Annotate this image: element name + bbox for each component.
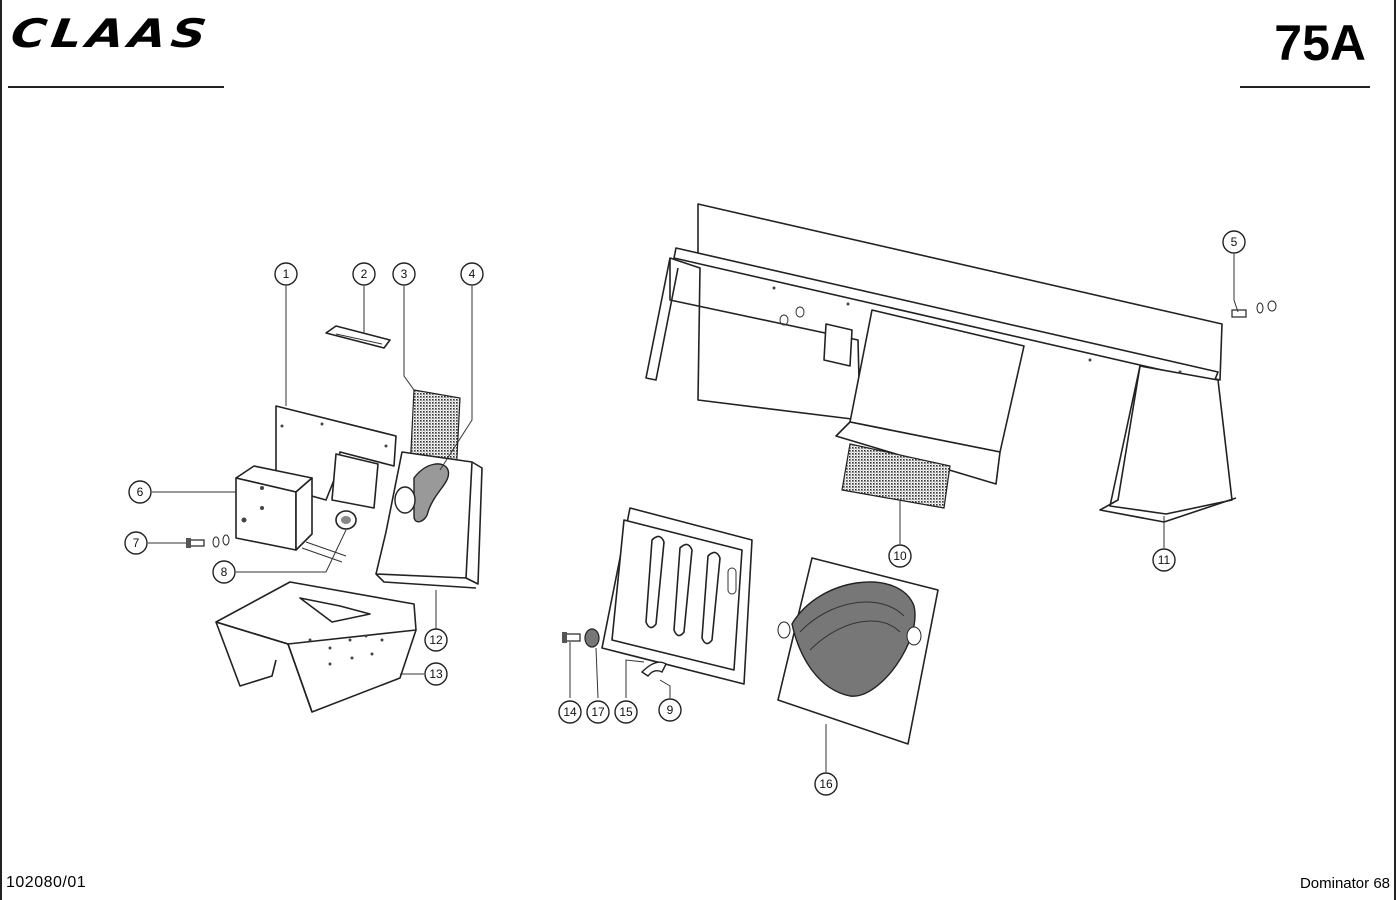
part-9-clip bbox=[640, 661, 667, 677]
leader-lines bbox=[148, 254, 1239, 772]
part-5-bolt bbox=[1231, 300, 1277, 318]
svg-text:12: 12 bbox=[429, 633, 443, 647]
left-assembly bbox=[186, 325, 483, 713]
callout-6: 6 bbox=[128, 480, 152, 504]
callout-17: 17 bbox=[586, 700, 610, 724]
part-15-slotted-cover bbox=[601, 507, 753, 685]
callout-10: 10 bbox=[888, 544, 912, 568]
svg-text:13: 13 bbox=[429, 667, 443, 681]
logo-underline bbox=[8, 86, 224, 88]
svg-text:11: 11 bbox=[1158, 553, 1171, 567]
callout-1: 1 bbox=[274, 262, 298, 286]
svg-text:6: 6 bbox=[137, 485, 144, 499]
part-14-bolt bbox=[562, 632, 581, 643]
part-7-bolt bbox=[186, 534, 230, 548]
svg-text:17: 17 bbox=[591, 705, 605, 719]
callout-3: 3 bbox=[392, 262, 416, 286]
svg-text:10: 10 bbox=[893, 549, 907, 563]
callout-13: 13 bbox=[424, 662, 448, 686]
part-seal-plate bbox=[331, 453, 379, 509]
part-2-strip bbox=[325, 325, 391, 349]
callout-11: 11 bbox=[1152, 548, 1176, 572]
svg-text:4: 4 bbox=[469, 267, 476, 281]
page-border-right bbox=[1394, 0, 1396, 900]
part-4-hose-connector bbox=[413, 463, 450, 523]
callout-16: 16 bbox=[814, 772, 838, 796]
callout-7: 7 bbox=[124, 531, 148, 555]
part-16-seal-plate bbox=[777, 557, 939, 745]
callout-14: 14 bbox=[558, 700, 582, 724]
svg-text:2: 2 bbox=[361, 267, 368, 281]
part-13-base-housing bbox=[215, 581, 417, 713]
svg-text:7: 7 bbox=[133, 536, 140, 550]
callout-12: 12 bbox=[424, 628, 448, 652]
svg-text:3: 3 bbox=[401, 267, 408, 281]
page-number-underline bbox=[1240, 86, 1370, 88]
callout-2: 2 bbox=[352, 262, 376, 286]
callout-8: 8 bbox=[212, 560, 236, 584]
page-number: 75A bbox=[1274, 15, 1366, 71]
svg-text:8: 8 bbox=[221, 565, 228, 579]
part-10-filter-mesh bbox=[841, 443, 951, 509]
svg-text:16: 16 bbox=[819, 777, 833, 791]
part-17-washer bbox=[584, 628, 600, 648]
machine-model: Dominator 68 bbox=[1299, 875, 1390, 892]
right-assembly bbox=[562, 203, 1277, 745]
callout-15: 15 bbox=[614, 700, 638, 724]
svg-text:14: 14 bbox=[563, 705, 577, 719]
callout-9: 9 bbox=[658, 698, 682, 722]
page-border-left bbox=[0, 0, 2, 900]
svg-text:9: 9 bbox=[667, 703, 674, 717]
svg-text:15: 15 bbox=[619, 705, 633, 719]
part-11-rear-panel bbox=[645, 203, 1237, 523]
drawing-reference-number: 102080/01 bbox=[6, 874, 87, 891]
callout-5: 5 bbox=[1222, 230, 1246, 254]
svg-text:5: 5 bbox=[1231, 235, 1238, 249]
callout-4: 4 bbox=[460, 262, 484, 286]
svg-text:1: 1 bbox=[283, 267, 290, 281]
